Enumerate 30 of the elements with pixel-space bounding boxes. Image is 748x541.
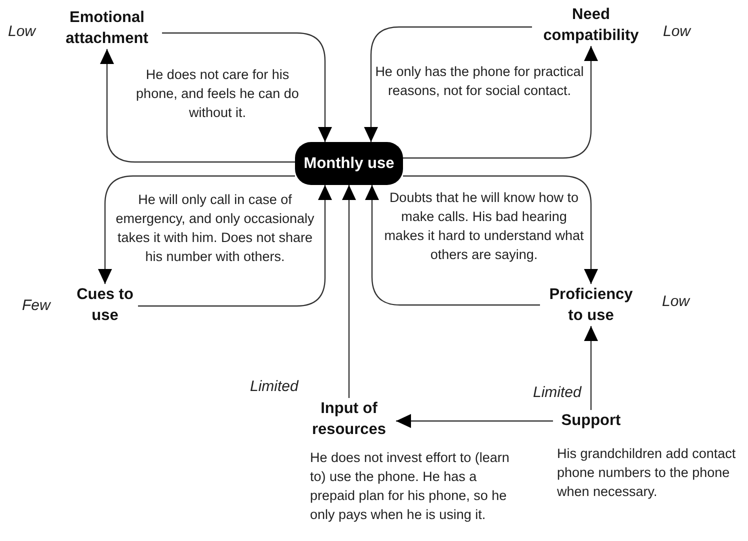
arrow <box>100 49 295 163</box>
arrow <box>396 414 553 428</box>
qualifier-label: Low <box>663 22 691 41</box>
arrow <box>403 46 598 159</box>
arrow <box>365 185 540 306</box>
qualifier-label: Low <box>8 22 36 41</box>
arrow <box>364 26 532 142</box>
qualifier-label: Few <box>22 296 50 315</box>
qualifier-label: Limited <box>250 377 298 396</box>
concept-label: Support <box>553 410 629 431</box>
description-text: He does not care for his phone, and feels he can do without it. <box>135 66 300 122</box>
description-text: Doubts that he will know how to make calls. His bad hearing makes it hard to understand what others are saying. <box>383 189 585 264</box>
arrow <box>584 326 598 410</box>
arrow <box>138 185 332 307</box>
concept-label: Cues to use <box>72 284 138 326</box>
arrow <box>98 175 295 284</box>
concept-label: Emotional attachment <box>52 7 162 49</box>
concept-label: Need compatibility <box>532 4 650 46</box>
concept-label: Proficiency to use <box>540 284 642 326</box>
description-text: He only has the phone for practical reasons, not for social contact. <box>374 63 585 100</box>
qualifier-label: Low <box>662 292 690 311</box>
description-text: He will only call in case of emergency, and only occasionaly takes it with him. Does not share his number with others. <box>115 191 315 266</box>
arrow <box>162 32 332 142</box>
arrow <box>342 185 356 398</box>
arrow <box>403 175 598 284</box>
concept-label: Input of resources <box>302 398 396 440</box>
qualifier-label: Limited <box>533 383 582 402</box>
description-text: He does not invest effort to (learn to) use the phone. He has a prepaid plan for his phone, so he only pays when he is using it. <box>310 449 510 524</box>
description-text: His grandchildren add contact phone numbers to the phone when necessary. <box>557 445 737 501</box>
pill-node: Monthly use <box>295 142 403 185</box>
